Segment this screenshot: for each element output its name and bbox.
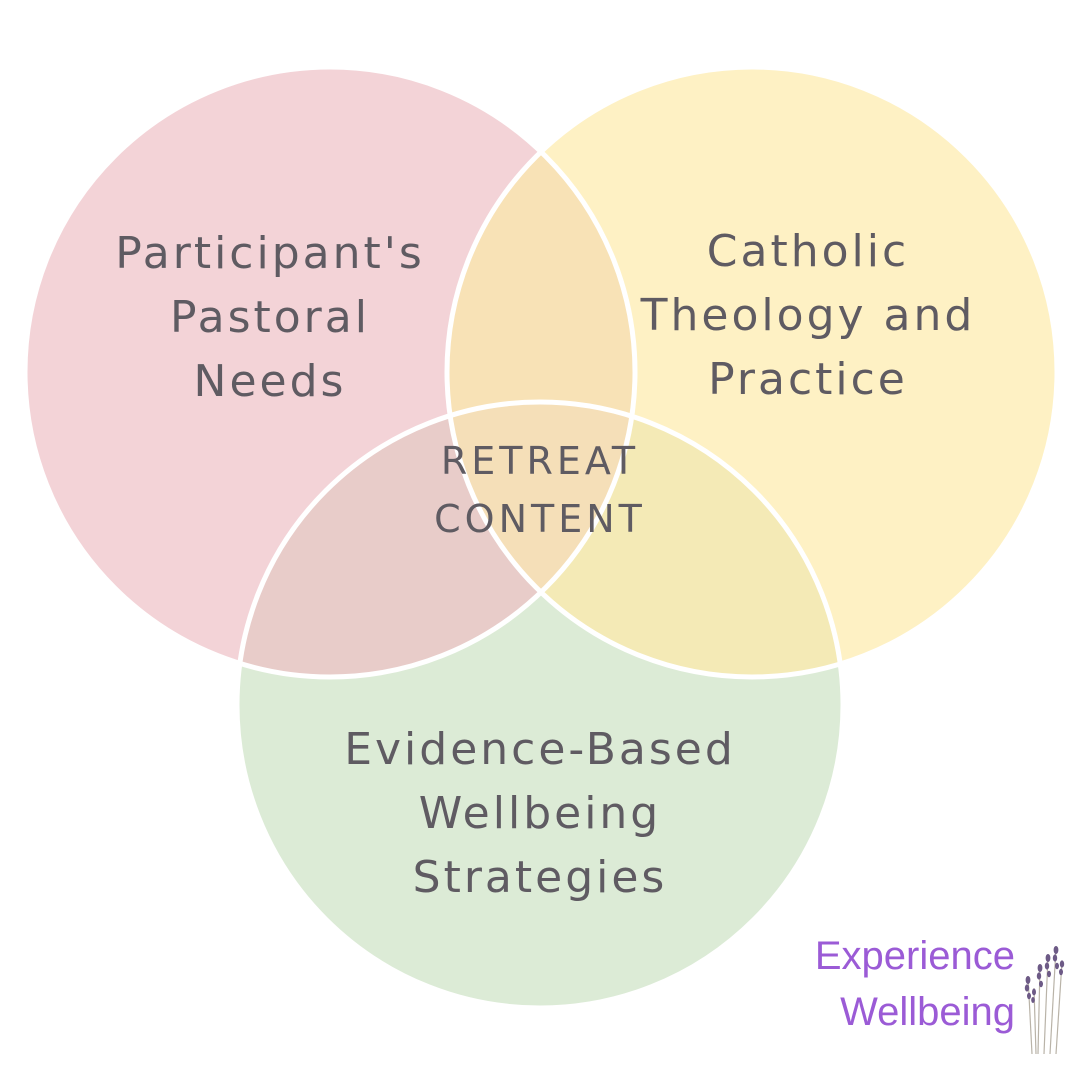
overlap-pastoral-wellbeing [237, 402, 635, 677]
circle-participants-pastoral-needs-outline [22, 64, 638, 680]
set-label-catholic-theology: Catholic Theology and Practice [608, 220, 1008, 412]
circle-catholic-theology-outline [444, 64, 1060, 680]
lavender-sprig-icon [1024, 946, 1065, 1055]
set-label-line: Participant's [115, 228, 425, 279]
set-label-line: Practice [708, 354, 908, 405]
brand-name-line: Experience [814, 934, 1015, 978]
set-label-evidence-based-wellbeing: Evidence-Based Wellbeing Strategies [290, 718, 790, 910]
overlap-theology-wellbeing-group [447, 402, 843, 677]
set-label-line: Strategies [412, 852, 668, 903]
circle-evidence-based-wellbeing-outline [234, 399, 846, 1011]
set-label-line: Needs [193, 356, 347, 407]
center-label-line: CONTENT [434, 497, 646, 541]
set-label-line: Pastoral [170, 292, 370, 343]
brand-name-line: Wellbeing [840, 990, 1015, 1034]
set-label-line: Evidence-Based [344, 724, 736, 775]
overlap-pastoral-wellbeing-group [237, 402, 635, 677]
overlap-theology-wellbeing [447, 402, 843, 677]
set-label-participants-pastoral-needs: Participant's Pastoral Needs [60, 222, 480, 414]
set-label-line: Theology and [640, 290, 976, 341]
set-label-line: Wellbeing [418, 788, 662, 839]
center-label-retreat-content: RETREAT CONTENT [390, 432, 690, 548]
brand-logo: Experience Wellbeing [770, 928, 1070, 1058]
center-label-line: RETREAT [440, 439, 640, 483]
set-label-line: Catholic [706, 226, 910, 277]
brand-name: Experience Wellbeing [770, 928, 1015, 1040]
